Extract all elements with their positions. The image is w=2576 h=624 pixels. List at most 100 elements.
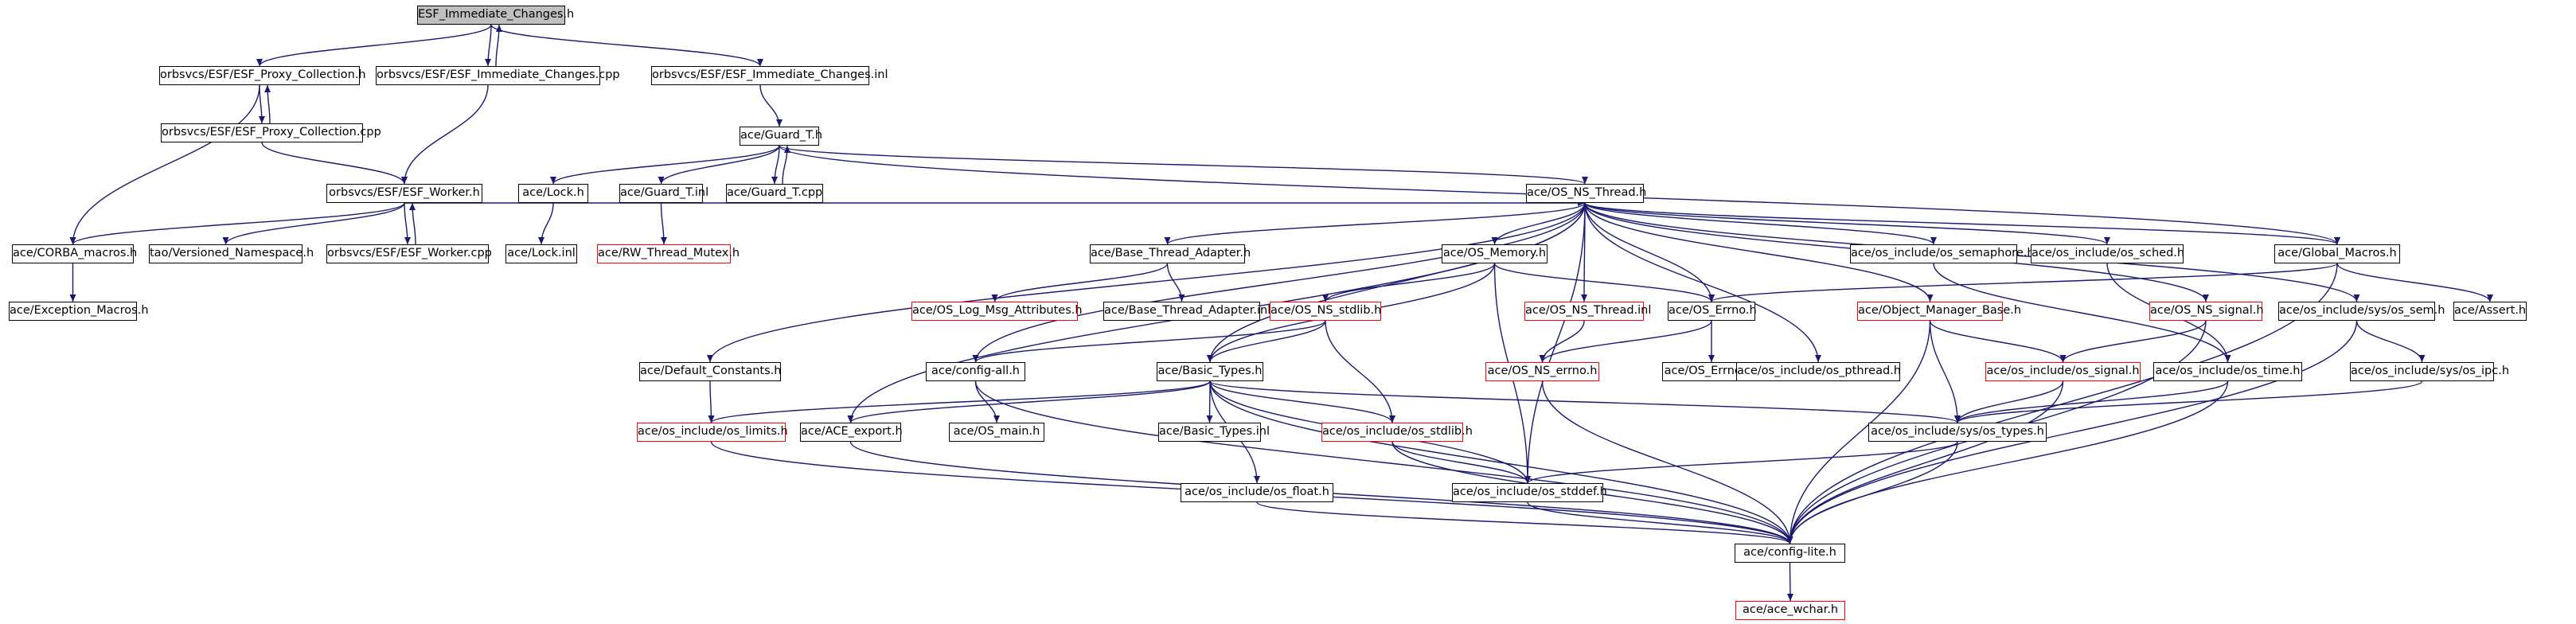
graph-node-n16[interactable]: ace/Base_Thread_Adapter.h [1090, 244, 1251, 263]
graph-edge-n45-n47 [1524, 441, 1958, 484]
graph-edge-n3-n5 [759, 84, 783, 127]
graph-node-n39[interactable]: ace/os_include/sys/os_ipc.h [2350, 362, 2509, 381]
graph-node-n18[interactable]: ace/os_include/os_semaphore.h [1850, 244, 2035, 263]
graph-node-n17[interactable]: ace/OS_Memory.h [1442, 244, 1548, 263]
graph-node-n2[interactable]: orbsvcs/ESF/ESF_Immediate_Changes.cpp [376, 66, 620, 85]
graph-node-n28[interactable]: ace/OS_NS_signal.h [2149, 302, 2264, 321]
graph-node-n27[interactable]: ace/Object_Manager_Base.h [1857, 302, 2021, 321]
graph-node-n9[interactable]: ace/Guard_T.cpp [726, 184, 823, 203]
graph-edge-n26-n34 [1539, 320, 1712, 363]
graph-edge-n33-n41 [847, 380, 1211, 423]
graph-edge-n20-n26 [1708, 263, 2338, 302]
graph-edge-n5-n10 [779, 145, 1588, 185]
graph-edge-n16-n23 [1166, 263, 1185, 302]
graph-edge-n20-n30 [2336, 263, 2493, 302]
graph-edge-n24-n44 [1325, 320, 1395, 423]
graph-edge-n10-n27 [1584, 202, 1934, 302]
graph-node-n0: ESF_Immediate_Changes.h [417, 6, 574, 25]
graph-edge-n45-n48 [1786, 441, 1958, 544]
graph-node-n40[interactable]: ace/os_include/os_limits.h [637, 423, 788, 442]
graph-node-n14[interactable]: ace/Lock.inl [505, 244, 577, 263]
graph-edge-n33-n40 [708, 380, 1211, 423]
graph-edge-n29-n48 [1786, 320, 2358, 544]
graph-edge-n0-n2 [485, 24, 492, 67]
graph-edge-n34-n48 [1541, 380, 1793, 544]
graph-node-n34[interactable]: ace/OS_NS_errno.h [1485, 362, 1599, 381]
graph-node-n19[interactable]: ace/os_include/os_sched.h [2031, 244, 2184, 263]
graph-edge-n33-n45 [1209, 380, 1961, 423]
graph-node-n1[interactable]: orbsvcs/ESF/ESF_Proxy_Collection.h [159, 66, 366, 85]
graph-node-n30[interactable]: ace/Assert.h [2453, 302, 2527, 321]
graph-node-n6[interactable]: orbsvcs/ESF/ESF_Worker.h [326, 184, 482, 203]
graph-edge-n10-n18 [1584, 202, 1937, 245]
graph-edge-n6-n11 [69, 202, 405, 245]
graph-node-n3[interactable]: orbsvcs/ESF/ESF_Immediate_Changes.inl [651, 66, 888, 85]
graph-node-n10[interactable]: ace/OS_NS_Thread.h [1526, 184, 1646, 203]
graph-node-n7[interactable]: ace/Lock.h [518, 184, 588, 203]
graph-edge-n10-n26 [1584, 202, 1715, 302]
graph-edge-n48-n49 [1786, 562, 1793, 602]
graph-node-n13[interactable]: orbsvcs/ESF/ESF_Worker.cpp [326, 244, 492, 263]
graph-edge-n46-n48 [1256, 501, 1793, 544]
graph-edge-n5-n9 [771, 145, 780, 185]
graph-node-n12[interactable]: tao/Versioned_Namespace.h [149, 244, 314, 263]
graph-edge-n10-n47 [1524, 202, 1586, 484]
graph-edge-n9-n5 [782, 145, 790, 185]
graph-node-n33[interactable]: ace/Basic_Types.h [1157, 362, 1263, 381]
graph-edge-n44-n47 [1391, 441, 1531, 484]
graph-edge-n29-n39 [2355, 320, 2426, 363]
graph-node-n42[interactable]: ace/OS_main.h [949, 423, 1044, 442]
graph-edge-n47-n48 [1527, 501, 1793, 544]
graph-node-n25[interactable]: ace/OS_NS_Thread.inl [1524, 302, 1651, 321]
graph-edge-n17-n24 [1322, 263, 1496, 302]
graph-node-n20[interactable]: ace/Global_Macros.h [2274, 244, 2400, 263]
graph-edge-n10-n32 [972, 202, 1586, 363]
graph-node-n4[interactable]: orbsvcs/ESF/ESF_Proxy_Collection.cpp [161, 123, 381, 142]
graph-node-n32[interactable]: ace/config-all.h [926, 362, 1025, 381]
graph-node-n11[interactable]: ace/CORBA_macros.h [12, 244, 137, 263]
graph-node-n29[interactable]: ace/os_include/sys/os_sem.h [2278, 302, 2445, 321]
graph-node-n22[interactable]: ace/OS_Log_Msg_Attributes.h [911, 302, 1083, 321]
graph-edge-n10-n31 [707, 202, 1586, 363]
graph-node-n15[interactable]: ace/RW_Thread_Mutex.h [597, 244, 740, 263]
graph-edge-n7-n14 [538, 202, 554, 245]
graph-edge-n10-n20 [1584, 202, 2340, 245]
graph-edge-n4-n6 [261, 142, 408, 185]
graph-node-n37[interactable]: ace/os_include/os_signal.h [1985, 362, 2141, 381]
graph-node-n36[interactable]: ace/os_include/os_pthread.h [1736, 362, 1901, 381]
graph-node-n24[interactable]: ace/OS_NS_stdlib.h [1270, 302, 1381, 321]
graph-edge-n1-n11 [69, 84, 260, 245]
graph-node-n46[interactable]: ace/os_include/os_float.h [1181, 483, 1333, 502]
graph-edge-n17-n26 [1493, 263, 1715, 302]
graph-edge-n33-n44 [1209, 380, 1395, 423]
graph-node-n49[interactable]: ace/ace_wchar.h [1735, 601, 1845, 620]
graph-edge-n27-n45 [1929, 320, 1961, 423]
graph-node-n45[interactable]: ace/os_include/sys/os_types.h [1868, 423, 2047, 442]
graph-node-n44[interactable]: ace/os_include/os_stdlib.h [1321, 423, 1473, 442]
graph-edge-n2-n0 [495, 24, 502, 67]
graph-node-n26[interactable]: ace/OS_Errno.h [1668, 302, 1757, 321]
graph-edge-n2-n6 [401, 84, 489, 185]
graph-node-n8[interactable]: ace/Guard_T.inl [619, 184, 708, 203]
graph-node-n21[interactable]: ace/Exception_Macros.h [9, 302, 149, 321]
graph-node-n48[interactable]: ace/config-lite.h [1735, 544, 1845, 563]
graph-node-n43[interactable]: ace/Basic_Types.inl [1158, 423, 1270, 442]
graph-node-n47[interactable]: ace/os_include/os_stddef.h [1452, 483, 1607, 502]
graph-node-n38[interactable]: ace/os_include/os_time.h [2153, 362, 2302, 381]
graph-edge-n37-n45 [1954, 380, 2064, 423]
graph-edge-n24-n32 [972, 320, 1326, 363]
graph-edge-n28-n37 [2059, 320, 2207, 363]
graph-node-n23[interactable]: ace/Base_Thread_Adapter.inl [1103, 302, 1270, 321]
graph-node-n5[interactable]: ace/Guard_T.h [740, 127, 822, 146]
graph-node-n31[interactable]: ace/Default_Constants.h [639, 362, 781, 381]
graph-edge-n27-n37 [1929, 320, 2067, 363]
graph-edge-n10-n19 [1584, 202, 2110, 245]
graph-node-n41[interactable]: ace/ACE_export.h [800, 423, 903, 442]
graph-edge-n24-n33 [1207, 320, 1326, 363]
graph-edge-n27-n48 [1786, 320, 1931, 544]
graph-edge-n10-n17 [1491, 202, 1586, 245]
graph-edge-n16-n22 [991, 263, 1169, 302]
graph-edge-n6-n12 [222, 202, 405, 245]
